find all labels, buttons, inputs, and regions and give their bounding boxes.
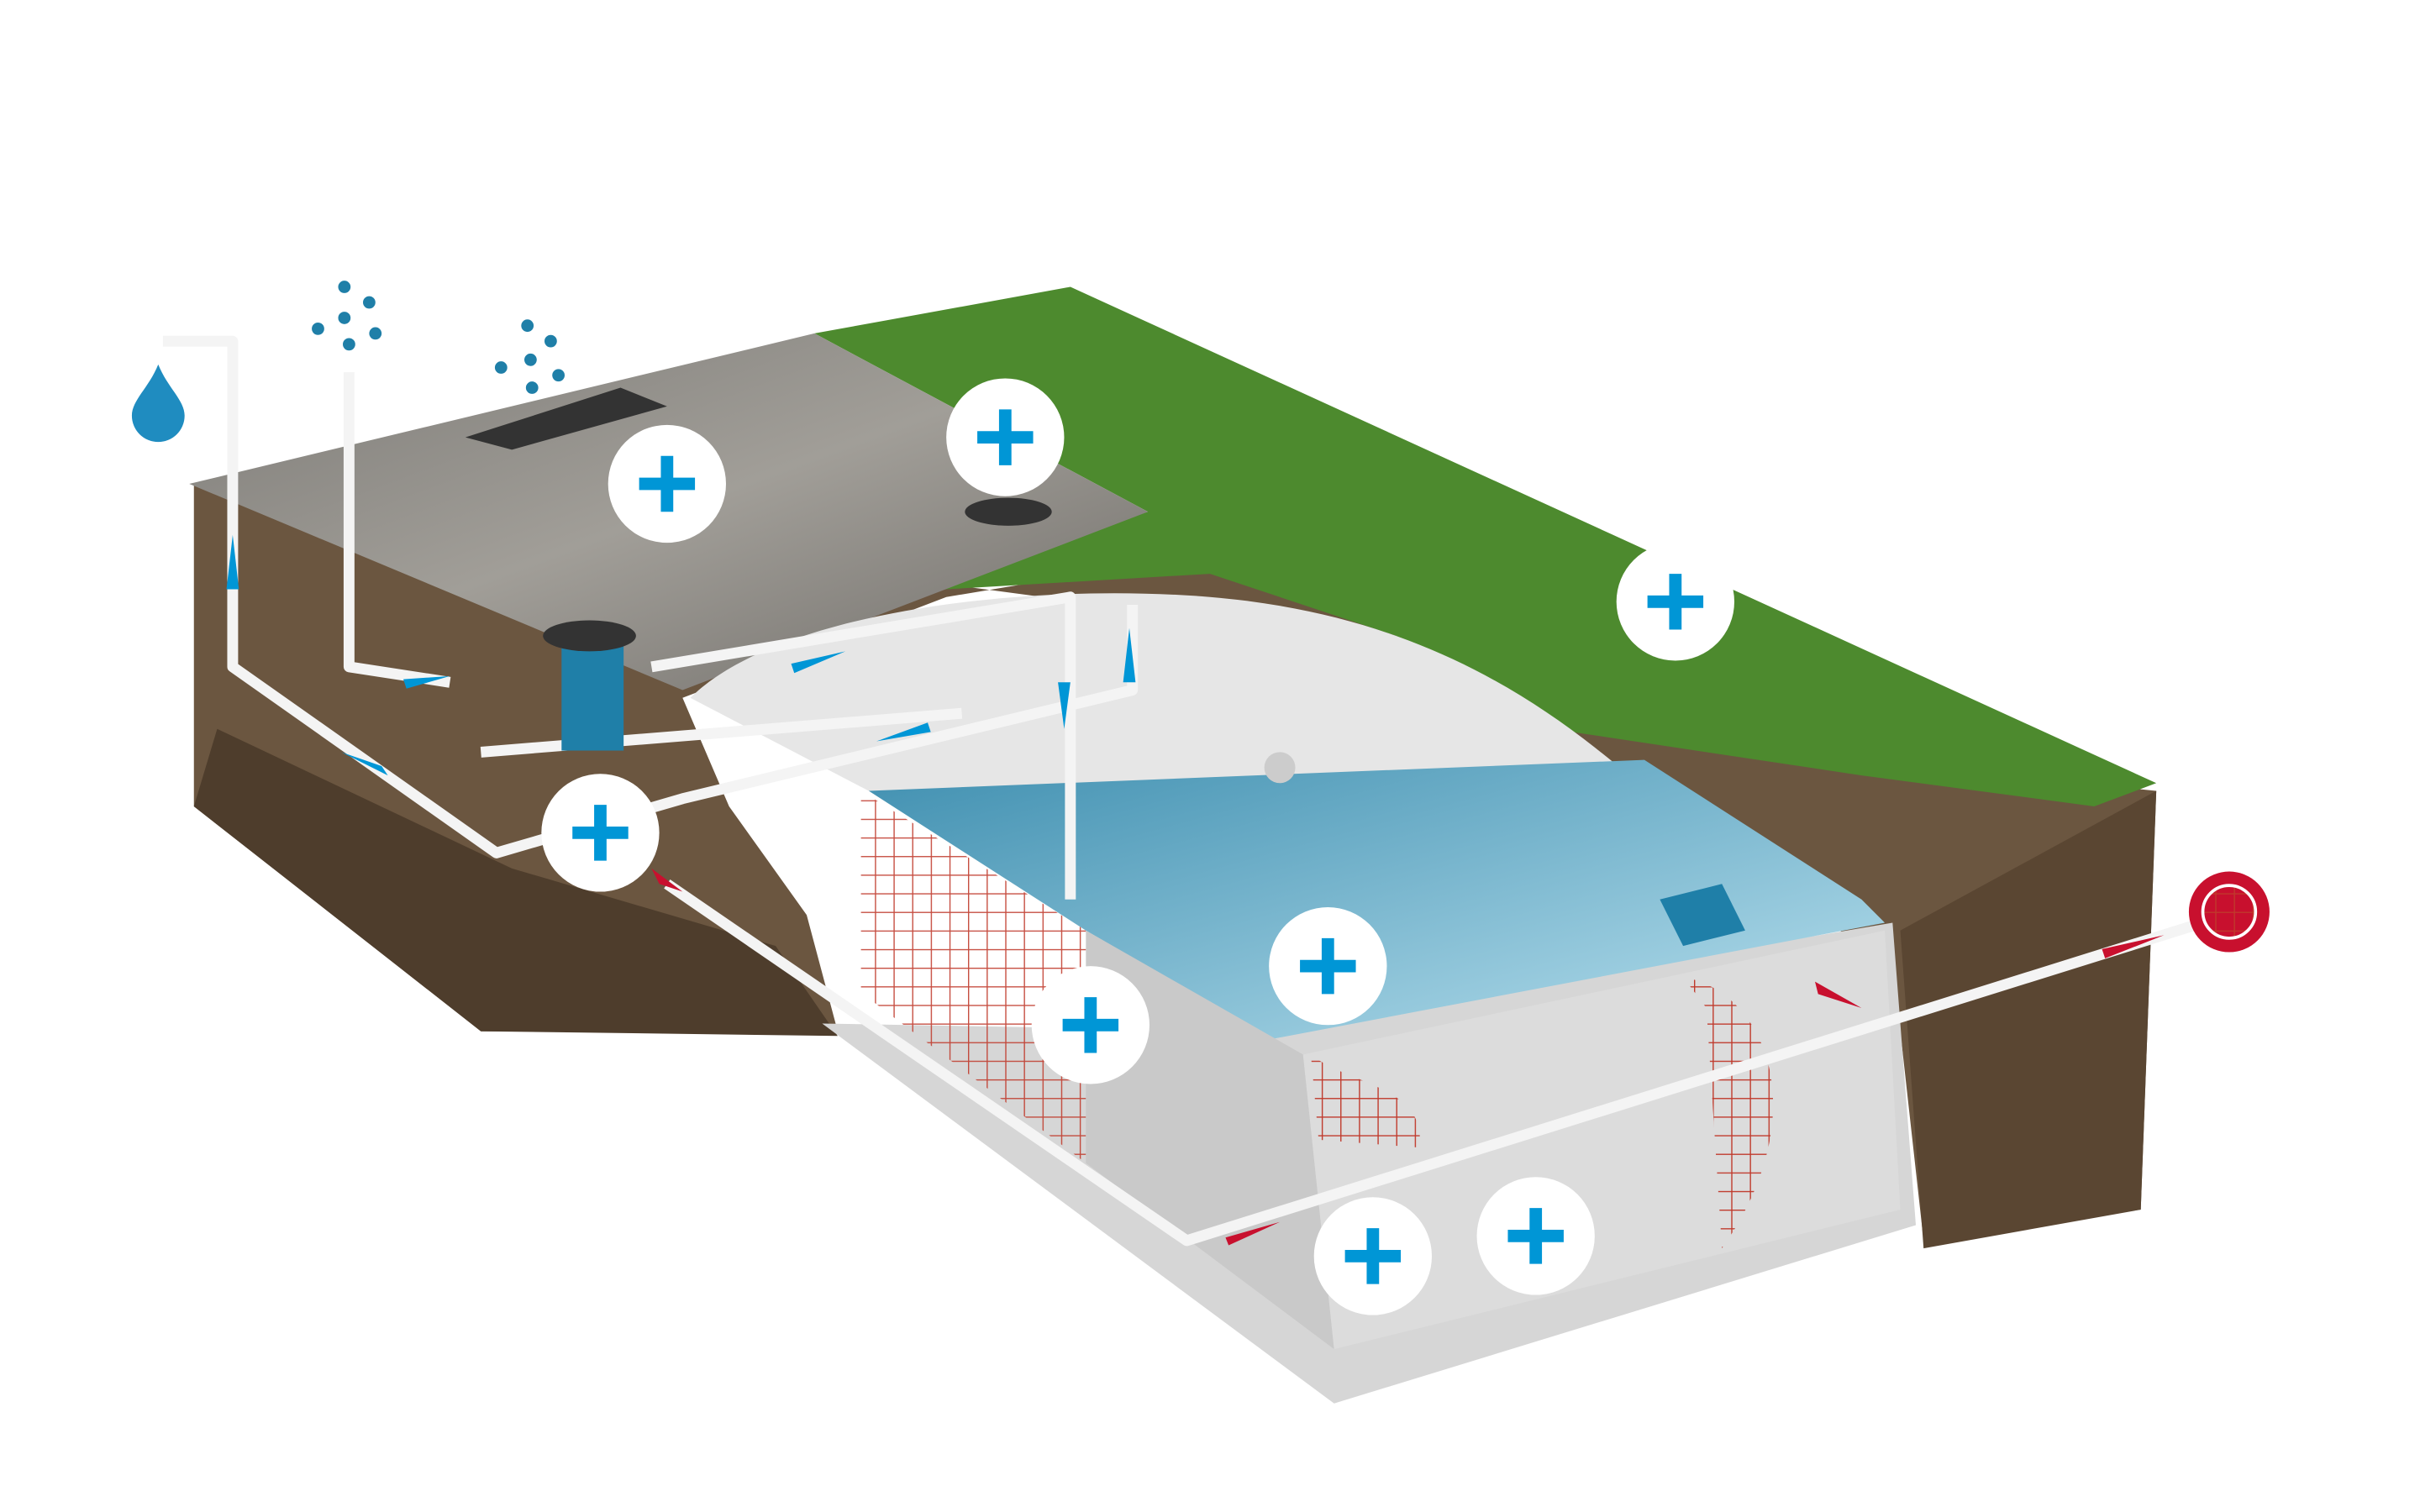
rain-drops-icon — [312, 281, 565, 394]
manhole-cover — [543, 620, 636, 652]
plus-icon — [639, 455, 696, 512]
plus-icon — [1507, 1208, 1564, 1264]
pipes — [162, 335, 2205, 1247]
hotspot-button[interactable] — [1616, 543, 1734, 661]
slab-grate — [465, 387, 667, 450]
plus-icon — [977, 409, 1034, 465]
filter-unit — [561, 638, 624, 751]
manhole-cover — [965, 497, 1052, 526]
hotspot-button[interactable] — [541, 774, 660, 892]
hotspot-button[interactable] — [608, 424, 726, 543]
plus-icon — [1344, 1228, 1402, 1284]
plus-icon — [1300, 937, 1356, 995]
grass-surface — [814, 286, 2157, 806]
hotspot-button[interactable] — [1269, 907, 1387, 1026]
hotspot-button[interactable] — [1031, 966, 1150, 1084]
plus-icon — [1062, 997, 1119, 1053]
plus-icon — [572, 805, 629, 861]
hotspot-button[interactable] — [1313, 1197, 1432, 1315]
hotspot-button[interactable] — [1476, 1177, 1595, 1295]
plus-icon — [1647, 574, 1704, 630]
outlet-grate-icon — [2188, 871, 2270, 953]
water-drop-icon — [131, 364, 185, 443]
tank — [822, 752, 1916, 1404]
hotspot-button[interactable] — [946, 378, 1065, 496]
